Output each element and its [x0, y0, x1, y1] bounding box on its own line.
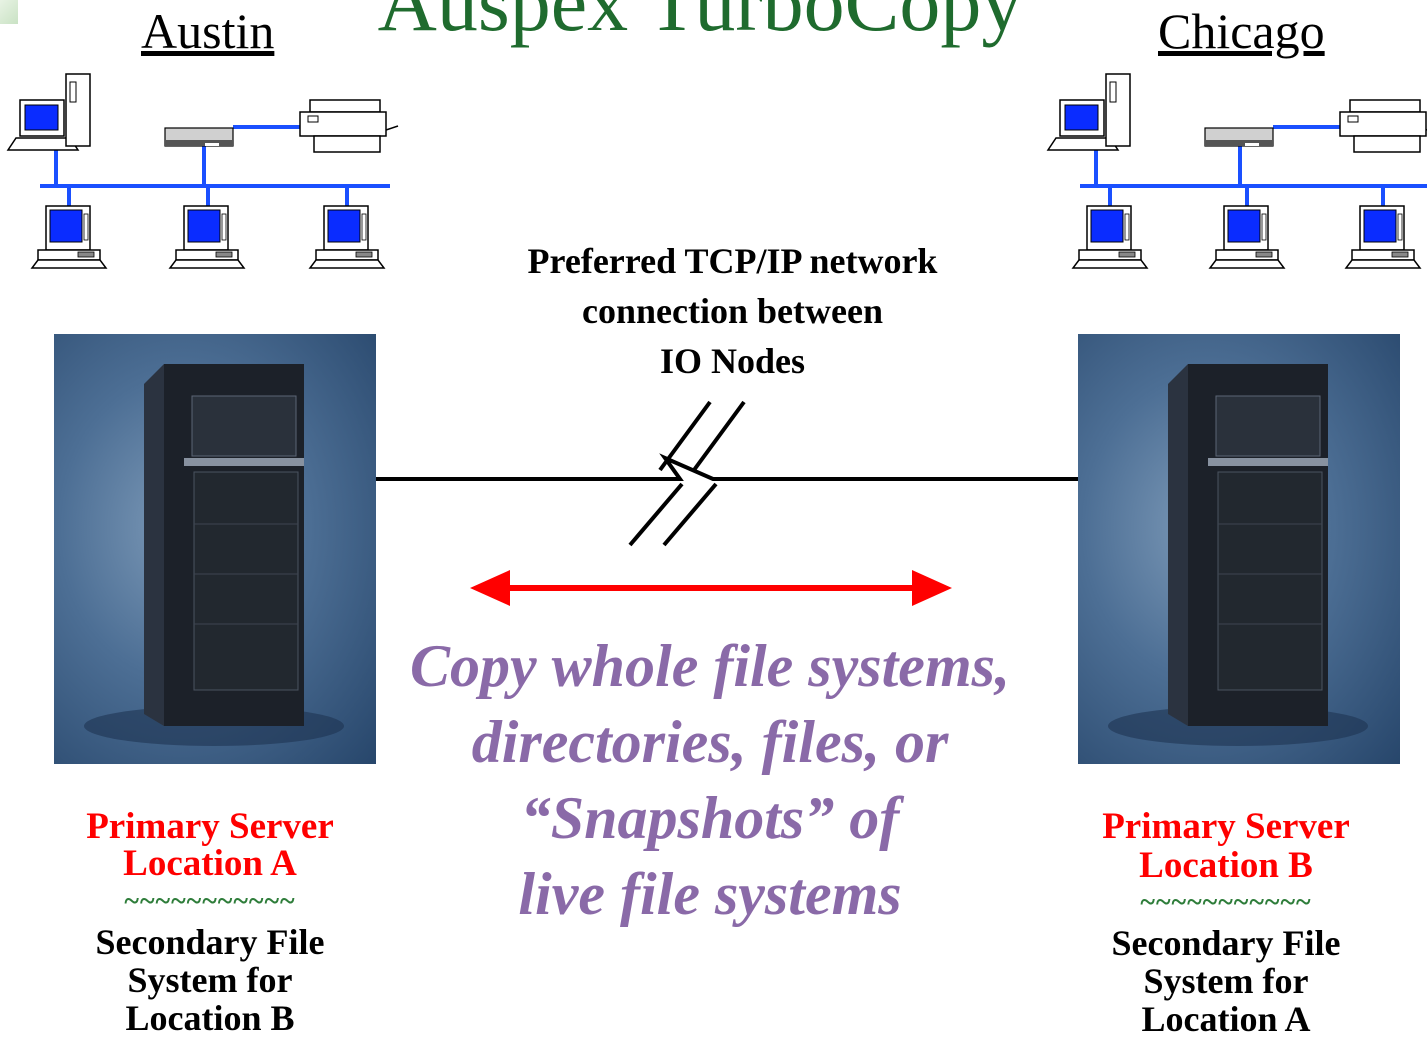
network-label-line: connection between: [582, 291, 883, 331]
network-label-line: IO Nodes: [659, 341, 806, 381]
separator-left: ~~~~~~~~~~~: [124, 886, 296, 917]
location-label-right: Location B: [1139, 845, 1313, 886]
primary-server-label-right: Primary Server: [1102, 806, 1350, 847]
network-label-line: Preferred TCP/IP network: [527, 241, 938, 281]
secondary-label-right-1: Secondary File: [1111, 923, 1341, 963]
pc-tower-icon: [7, 73, 91, 151]
slide-corner-accent: [0, 0, 18, 24]
copy-line: “Snapshots” of: [520, 785, 900, 851]
link-break-icon: [658, 400, 712, 472]
bidirectional-arrow-icon: [470, 570, 952, 606]
primary-server-label-left: Primary Server: [86, 806, 334, 847]
network-hub-icon: [1204, 127, 1274, 147]
workstation-icon: [169, 205, 245, 269]
wan-link: [376, 400, 1080, 547]
secondary-label-left-1: Secondary File: [95, 922, 325, 962]
server-image-chicago: [1078, 334, 1400, 764]
secondary-label-left-3: Location B: [125, 998, 295, 1038]
workstation-icon: [31, 205, 107, 269]
network-connection-label: Preferred TCP/IP network connection betw…: [460, 236, 1005, 386]
server-image-austin: [54, 334, 376, 764]
copy-line: Copy whole file systems,: [410, 633, 1010, 699]
network-hub-icon: [164, 127, 234, 147]
printer-icon: [299, 99, 399, 153]
slide-title: Auspex TurboCopy: [377, 0, 1023, 48]
separator-right: ~~~~~~~~~~~: [1140, 887, 1312, 918]
copy-line: live file systems: [518, 861, 902, 927]
copy-description: Copy whole file systems, directories, fi…: [370, 628, 1050, 932]
pc-tower-icon: [1047, 73, 1131, 151]
workstation-icon: [1345, 205, 1421, 269]
lan-austin: [7, 73, 399, 269]
secondary-label-right-2: System for: [1143, 961, 1309, 1001]
workstation-icon: [1209, 205, 1285, 269]
secondary-label-right-3: Location A: [1141, 999, 1311, 1039]
workstation-icon: [309, 205, 385, 269]
workstation-icon: [1072, 205, 1148, 269]
printer-icon: [1339, 99, 1427, 153]
city-label-chicago: Chicago: [1158, 3, 1325, 59]
copy-line: directories, files, or: [471, 709, 949, 775]
lan-chicago: [1047, 73, 1427, 269]
city-label-austin: Austin: [141, 3, 275, 59]
location-label-left: Location A: [123, 843, 297, 884]
secondary-label-left-2: System for: [127, 960, 293, 1000]
